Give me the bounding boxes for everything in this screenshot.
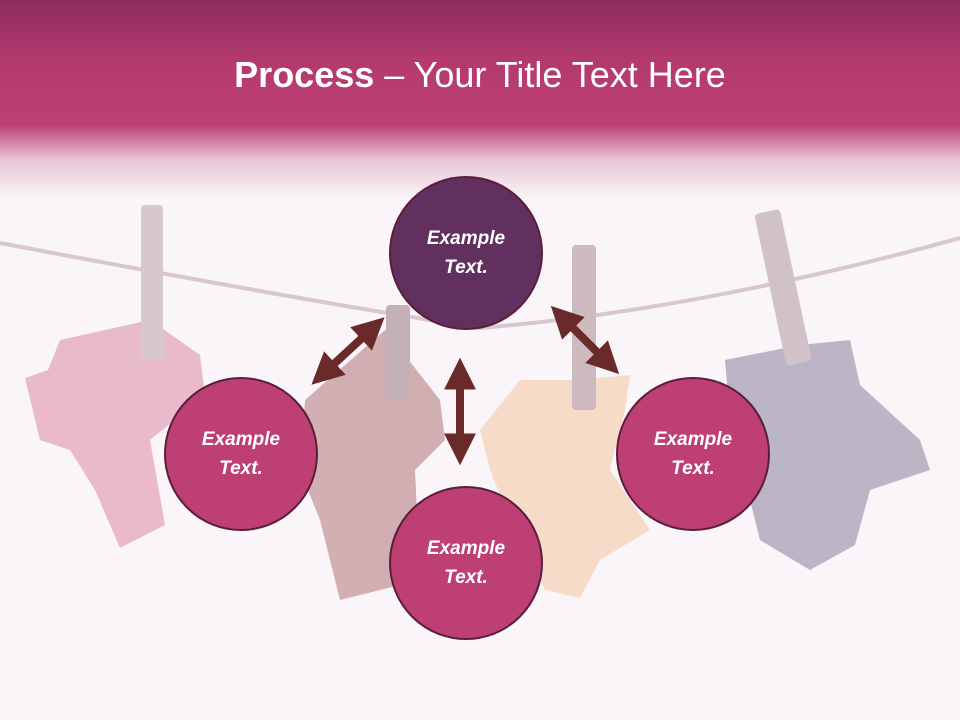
title-bold: Process [234, 54, 375, 95]
header-band [0, 0, 960, 200]
clothespin-2 [386, 305, 410, 400]
arrow-top-left [311, 317, 385, 385]
node-right[interactable]: Example Text. [616, 377, 770, 531]
node-left-label: Example Text. [201, 429, 281, 479]
slide-title: Process – Your Title Text Here [0, 50, 960, 100]
clothespin-1 [141, 205, 163, 360]
arrow-top-right [550, 305, 620, 375]
node-bottom-label: Example Text. [426, 538, 506, 588]
clothespin-4 [755, 209, 812, 366]
node-bottom[interactable]: Example Text. [389, 486, 543, 640]
node-right-label: Example Text. [653, 429, 733, 479]
node-left[interactable]: Example Text. [164, 377, 318, 531]
title-rest: – Your Title Text Here [374, 54, 726, 95]
navy-house-shape [725, 340, 930, 570]
node-top-label: Example Text. [426, 228, 506, 278]
pink-house-shape [25, 320, 205, 548]
node-top[interactable]: Example Text. [389, 176, 543, 330]
